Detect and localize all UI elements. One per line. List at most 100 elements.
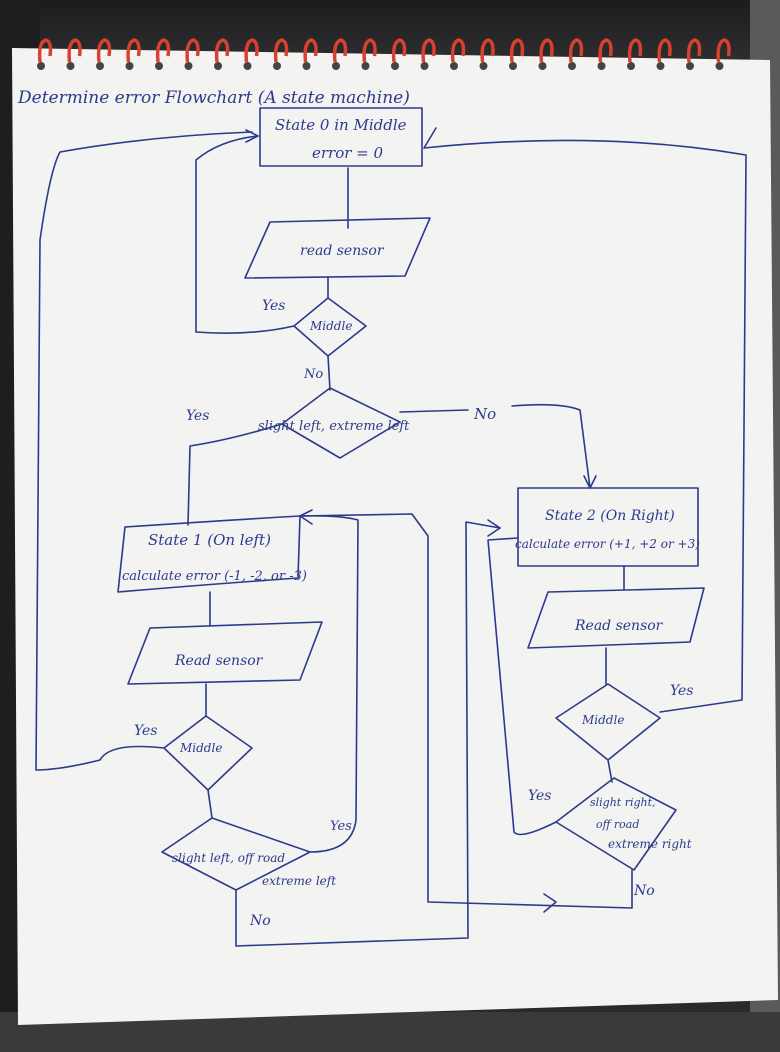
connector: [327, 355, 331, 391]
state0-box: [259, 107, 423, 167]
spiral-hole-icon: [509, 62, 517, 70]
spiral-hole-icon: [96, 62, 104, 70]
spiral-ring-icon: [214, 38, 230, 63]
spiral-ring-icon: [657, 38, 672, 63]
decision-bottom-left-line2: extreme left: [262, 874, 336, 888]
spiral-hole-icon: [656, 62, 665, 70]
spiral-hole-icon: [243, 62, 252, 70]
arrowhead-icon: [487, 519, 501, 537]
spiral-hole-icon: [686, 62, 694, 70]
spiral-ring-icon: [421, 38, 436, 63]
decision-left: [281, 387, 401, 459]
spiral-ring-icon: [362, 38, 377, 63]
state1-label: State 1 (On left): [148, 531, 271, 549]
yes-top-loop-arrow: [195, 135, 295, 334]
spiral-ring-icon: [716, 38, 731, 63]
decision-right-line2: off road: [596, 818, 639, 831]
decision-bottom-left-line1: slight left, off road: [172, 851, 285, 865]
spiral-ring-icon: [37, 38, 53, 63]
spiral-ring-icon: [391, 38, 407, 63]
spiral-hole-icon: [597, 62, 606, 70]
no-to-state2-arrow: [399, 403, 591, 489]
decision-left-label: slight left, extreme left: [258, 419, 410, 434]
spiral-hole-icon: [155, 62, 163, 70]
read-sensor-left-box: [127, 621, 323, 685]
spiral-ring-icon: [539, 38, 554, 63]
arrowhead-icon: [583, 475, 597, 489]
read-sensor-top-label: read sensor: [300, 243, 385, 259]
state2-box: [517, 487, 699, 567]
spiral-ring-icon: [185, 38, 200, 63]
spiral-hole-icon: [568, 62, 576, 70]
yes-right-loop-arrow: [487, 537, 557, 836]
spiral-hole-icon: [273, 62, 281, 70]
yes-bottom-left-label: Yes: [330, 819, 352, 834]
spiral-hole-icon: [302, 62, 311, 70]
flowchart-title: Determine error Flowchart (A state machi…: [17, 88, 410, 108]
yes-right-loop-arrow: [423, 127, 747, 713]
no-bottom-left-to-state2-arrow: [235, 521, 501, 947]
spiral-ring-icon: [480, 38, 495, 63]
spiral-hole-icon: [66, 62, 75, 70]
yes-right-middle-label: Yes: [670, 683, 694, 699]
state2-label: State 2 (On Right): [545, 508, 675, 524]
spiral-hole-icon: [184, 62, 193, 70]
spiral-ring-icon: [244, 38, 259, 63]
spiral-hole-icon: [450, 62, 458, 70]
spiral-hole-icon: [420, 62, 429, 70]
yes-right-decision-label: Yes: [528, 788, 552, 804]
spiral-hole-icon: [538, 62, 547, 70]
spiral-ring-icon: [509, 38, 525, 63]
yes-left-middle-label: Yes: [134, 723, 158, 739]
decision-right-line3: extreme right: [608, 837, 692, 851]
no-top-label: No: [303, 367, 323, 382]
state0-label: State 0 in Middle: [275, 116, 407, 134]
spiral-ring-icon: [598, 38, 613, 63]
no-right-to-state1-arrow: [299, 513, 633, 909]
read-sensor-right-box: [527, 587, 705, 649]
spiral-ring-icon: [450, 38, 466, 63]
state0-error: error = 0: [312, 144, 384, 162]
yes-to-state1-arrow: [187, 423, 283, 526]
middle-top-label: Middle: [309, 319, 352, 333]
decision-right-line1: slight right,: [590, 796, 656, 809]
spiral-ring-icon: [303, 38, 318, 63]
spiral-hole-icon: [715, 62, 724, 70]
no-bottom-left-label: No: [249, 913, 271, 929]
yes-left-loop-arrow: [35, 131, 253, 771]
spiral-ring-icon: [686, 38, 702, 63]
read-sensor-right-label: Read sensor: [574, 618, 664, 634]
spiral-ring-icon: [155, 38, 171, 63]
arrowhead-icon: [543, 893, 557, 913]
connector: [607, 759, 613, 783]
paper-sheet: [12, 48, 778, 1025]
spiral-ring-icon: [273, 38, 289, 63]
middle-right-label: Middle: [581, 713, 624, 727]
yes-top-label: Yes: [262, 298, 286, 314]
state1-box: [117, 515, 301, 593]
read-sensor-left-label: Read sensor: [174, 653, 264, 669]
spiral-hole-icon: [37, 62, 45, 70]
spiral-hole-icon: [479, 62, 488, 70]
spiral-ring-icon: [67, 38, 82, 63]
no-right-decision-label: No: [633, 883, 655, 899]
spiral-hole-icon: [627, 62, 635, 70]
state1-error: calculate error (-1, -2, or -3): [122, 569, 307, 584]
spiral-hole-icon: [332, 62, 340, 70]
connector: [207, 789, 213, 819]
spiral-hole-icon: [125, 62, 134, 70]
spiral-ring-icon: [332, 38, 348, 63]
state2-error: calculate error (+1, +2 or +3): [515, 537, 700, 551]
spiral-hole-icon: [361, 62, 370, 70]
yes-left-decision-label: Yes: [186, 408, 210, 424]
no-left-decision-label: No: [473, 405, 496, 423]
spiral-binding-icon: [37, 38, 731, 70]
spiral-ring-icon: [627, 38, 643, 63]
decision-right: [555, 777, 677, 871]
middle-left-label: Middle: [179, 741, 222, 755]
spiral-hole-icon: [391, 62, 399, 70]
read-sensor-top-box: [244, 217, 431, 279]
arrowhead-icon: [299, 509, 313, 525]
spiral-hole-icon: [214, 62, 222, 70]
